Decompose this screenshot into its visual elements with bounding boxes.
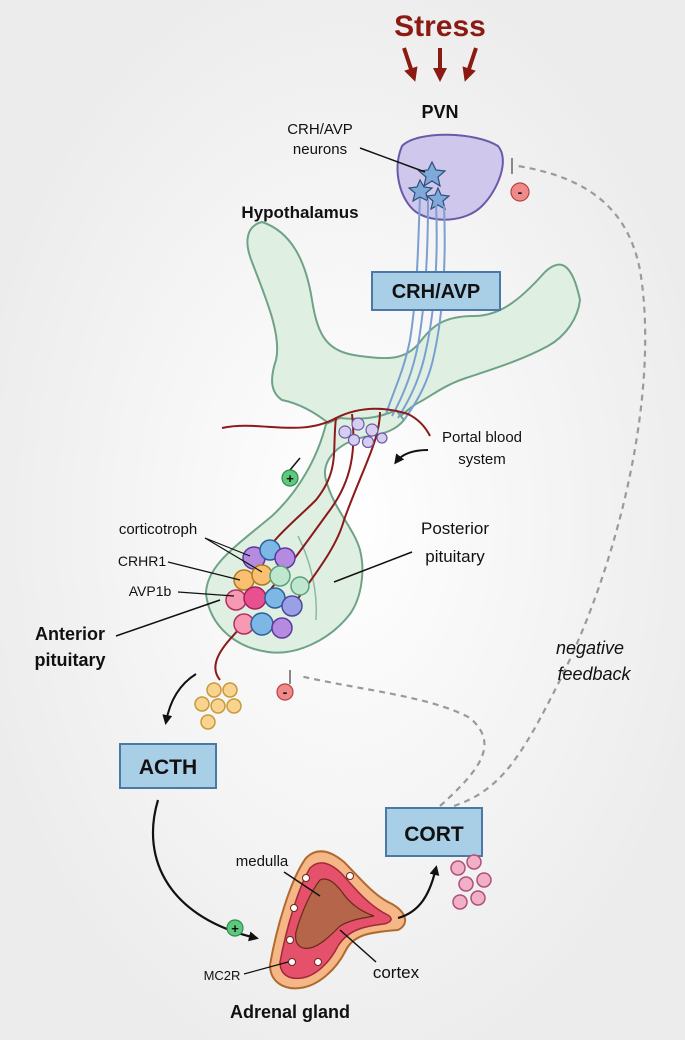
hypothalamus-label: Hypothalamus <box>241 203 358 222</box>
crh-avp-box-label: CRH/AVP <box>392 281 481 303</box>
posterior-label-line2: pituitary <box>425 547 485 566</box>
adrenal-medulla <box>295 878 375 949</box>
medulla-label: medulla <box>236 853 289 870</box>
crhr1-leader <box>167 561 241 581</box>
portal-label-line1: Portal blood <box>442 429 522 446</box>
neurons-leader <box>359 147 426 173</box>
crhr1-label: CRHR1 <box>118 553 166 569</box>
plus-sign-pituitary: + <box>286 471 294 486</box>
corticotroph-cluster <box>225 539 310 639</box>
acth-release-arrow <box>162 673 197 725</box>
pvn-label: PVN <box>421 102 458 122</box>
portal-capillaries <box>338 417 388 449</box>
negative-feedback-line2: feedback <box>557 664 631 684</box>
neurons-label-line2: neurons <box>293 141 347 158</box>
stress-title: Stress <box>394 10 486 43</box>
cortex-leader <box>339 929 377 963</box>
cortex-label: cortex <box>373 963 420 982</box>
portal-arrow <box>394 449 429 465</box>
acth-granules <box>194 682 242 730</box>
negative-feedback-line1: negative <box>556 638 624 658</box>
feedback-line-pituitary <box>299 674 486 807</box>
adrenal-to-cort-arrow <box>397 865 440 920</box>
posterior-leader <box>333 551 413 583</box>
stress-arrows <box>402 47 478 82</box>
mc2r-receptors <box>286 872 354 966</box>
stalk-arrow <box>289 457 301 471</box>
adrenal-label: Adrenal gland <box>230 1002 350 1022</box>
minus-sign-pituitary: - <box>283 684 288 700</box>
plus-sign-adrenal: + <box>231 921 239 936</box>
plus-badge-adrenal <box>226 919 244 937</box>
medulla-leader <box>283 871 321 897</box>
minus-badge-hypothalamus <box>510 182 530 202</box>
corticotroph-label: corticotroph <box>119 521 197 538</box>
avp1b-leader <box>177 591 235 597</box>
acth-box-label: ACTH <box>139 756 197 779</box>
axon-bundle <box>385 197 446 421</box>
feedback-line-hypothalamus <box>453 164 647 808</box>
plus-badge-pituitary <box>281 469 299 487</box>
hypothalamus-tissue <box>246 220 582 432</box>
avp1b-label: AVP1b <box>129 583 172 599</box>
crh-avp-box <box>371 271 501 311</box>
corticotroph-leaders <box>204 537 263 573</box>
minus-badge-pituitary <box>276 683 294 701</box>
cort-box <box>385 807 483 857</box>
anterior-label-line1: Anterior <box>35 624 105 644</box>
neurons-label-line1: CRH/AVP <box>287 121 353 138</box>
anterior-leader <box>115 599 221 637</box>
cort-granules <box>450 854 492 910</box>
posterior-pituitary-divider <box>297 535 318 621</box>
anterior-label-line2: pituitary <box>34 650 105 670</box>
mc2r-leader <box>243 961 289 975</box>
cort-box-label: CORT <box>404 823 464 846</box>
acth-box <box>119 743 217 789</box>
minus-sign-hypothalamus: - <box>518 184 523 200</box>
mc2r-label: MC2R <box>204 968 241 983</box>
posterior-label-line1: Posterior <box>421 519 489 538</box>
portal-label-line2: system <box>458 451 506 468</box>
